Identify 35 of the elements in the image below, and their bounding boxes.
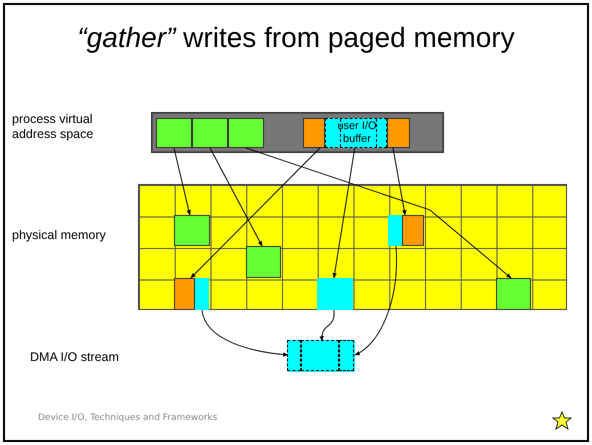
side-label: DMA I/O stream	[30, 350, 119, 365]
page-box	[174, 215, 210, 246]
arrow	[392, 148, 406, 216]
side-label: process virtual address space	[12, 112, 94, 142]
page-box	[402, 215, 424, 246]
arrow	[320, 310, 335, 342]
stream-segment	[287, 340, 301, 371]
page-box	[303, 118, 325, 148]
page-box	[317, 278, 353, 310]
arrow	[246, 148, 512, 278]
page-box	[228, 118, 264, 148]
arrow	[174, 148, 191, 216]
page-box	[387, 118, 410, 148]
page-box	[195, 278, 209, 310]
page-box	[174, 278, 195, 310]
stream-segment	[301, 340, 339, 371]
page-box	[496, 278, 531, 310]
stream-segment	[339, 340, 354, 371]
page-box	[388, 215, 402, 246]
buffer-label: user I/O buffer	[336, 120, 378, 146]
stream-box	[288, 341, 355, 372]
memory-grid	[138, 184, 567, 310]
page-box	[246, 246, 281, 278]
side-label: physical memory	[12, 228, 107, 243]
buffer-box	[325, 118, 387, 148]
page-box	[156, 118, 192, 148]
page-box	[192, 118, 228, 148]
address-space-bar	[151, 112, 444, 153]
slide-title: “gather” writes from paged memory	[76, 22, 516, 54]
arrow	[190, 148, 320, 278]
footer-text: Device I/O, Techniques and Frameworks	[38, 413, 218, 423]
arrow	[210, 148, 263, 246]
arrow	[354, 246, 397, 356]
arrow	[202, 310, 289, 357]
arrow	[332, 148, 356, 279]
